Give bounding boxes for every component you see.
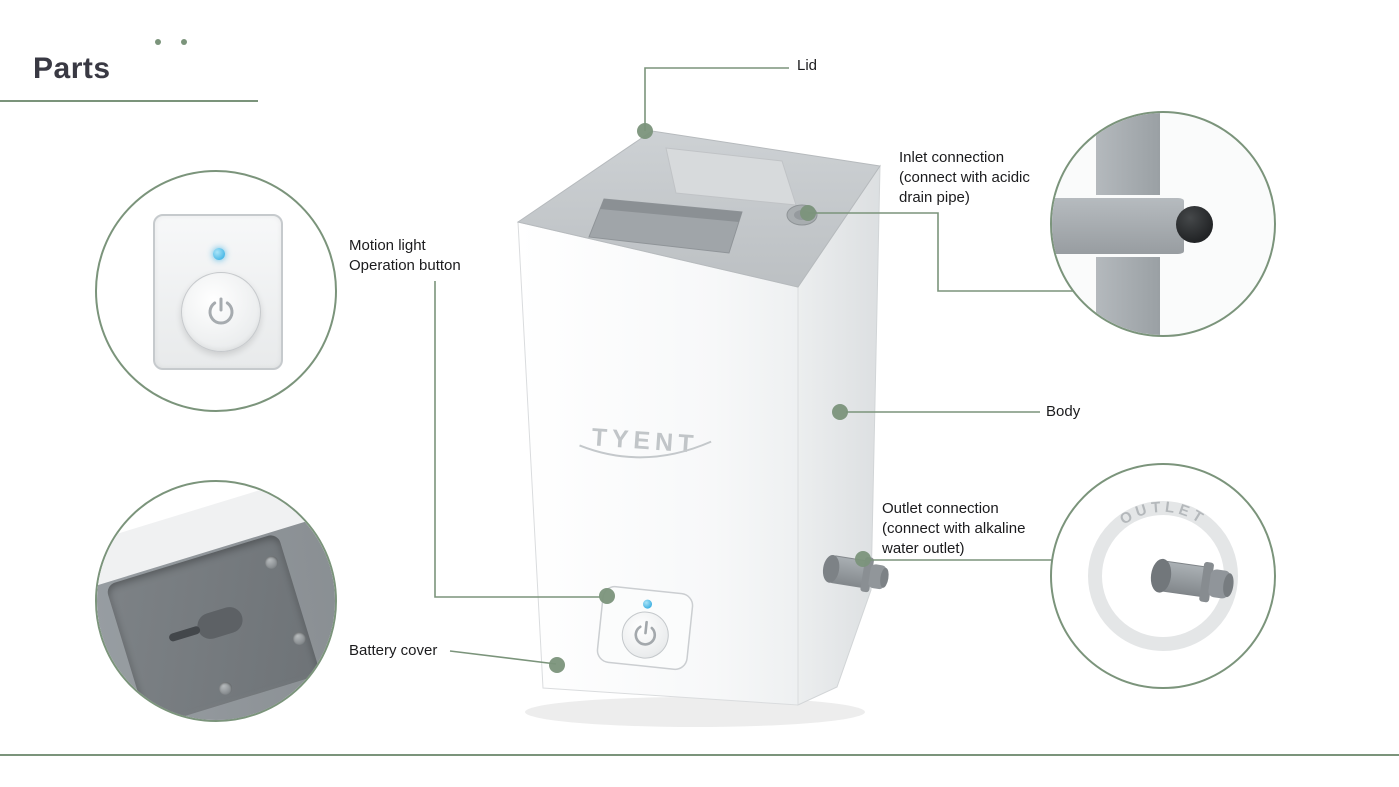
label-motion-light-operation-button: Motion light Operation button [349, 237, 461, 274]
body-marker-dot [832, 404, 848, 420]
decorative-dot [155, 39, 161, 45]
outlet-nozzle-detail [1150, 558, 1234, 603]
screw-icon [265, 556, 278, 569]
battery-line [449, 650, 557, 665]
outlet-connection-detail-inset: OUTLET [1050, 463, 1276, 689]
power-icon [634, 620, 657, 646]
inlet-line [808, 212, 1078, 292]
logo-swoosh [579, 440, 712, 459]
outlet-ring-text: OUTLET [1117, 499, 1209, 529]
outlet-marker-dot [855, 551, 871, 567]
device-body [516, 130, 881, 706]
label-inlet-connection: Inlet connection (connect with acidic dr… [899, 149, 1030, 206]
outlet-detail-graphic: OUTLET [1088, 499, 1238, 651]
inlet-structure-horizontal [1052, 195, 1184, 257]
label-lid: Lid [797, 57, 818, 74]
lid-raised-part [665, 147, 797, 206]
power-icon [208, 297, 234, 325]
marker-dots [549, 123, 871, 673]
operation-button [621, 611, 669, 659]
label-outlet-connection: Outlet connection (connect with alkaline… [882, 500, 1026, 557]
page-title: Parts [33, 52, 111, 85]
power-button [596, 585, 694, 671]
inlet-hole-detail [1176, 206, 1213, 243]
device-shadow [525, 697, 865, 727]
motion-button-detail-inset [95, 170, 337, 412]
title-underline [0, 100, 258, 102]
motion-line [434, 281, 600, 598]
connector-lines [434, 67, 1078, 665]
operation-button-detail [181, 272, 261, 352]
battery-marker-dot [549, 657, 565, 673]
screw-icon [219, 682, 232, 695]
inlet-connection-detail-inset [1050, 111, 1276, 337]
screw-icon [293, 632, 306, 645]
motion-light-led-detail [213, 248, 225, 260]
motion-marker-dot [599, 588, 615, 604]
decorative-dot [181, 39, 187, 45]
label-body: Body [1046, 403, 1081, 420]
label-battery-cover: Battery cover [349, 642, 438, 659]
inlet-marker-dot [800, 205, 816, 221]
bottom-divider [0, 754, 1399, 756]
lid-recess-shadow [600, 199, 742, 222]
lid-line [644, 67, 789, 131]
battery-cover-detail-inset [95, 480, 337, 722]
motion-light-led [643, 599, 653, 609]
lid-marker-dot [637, 123, 653, 139]
